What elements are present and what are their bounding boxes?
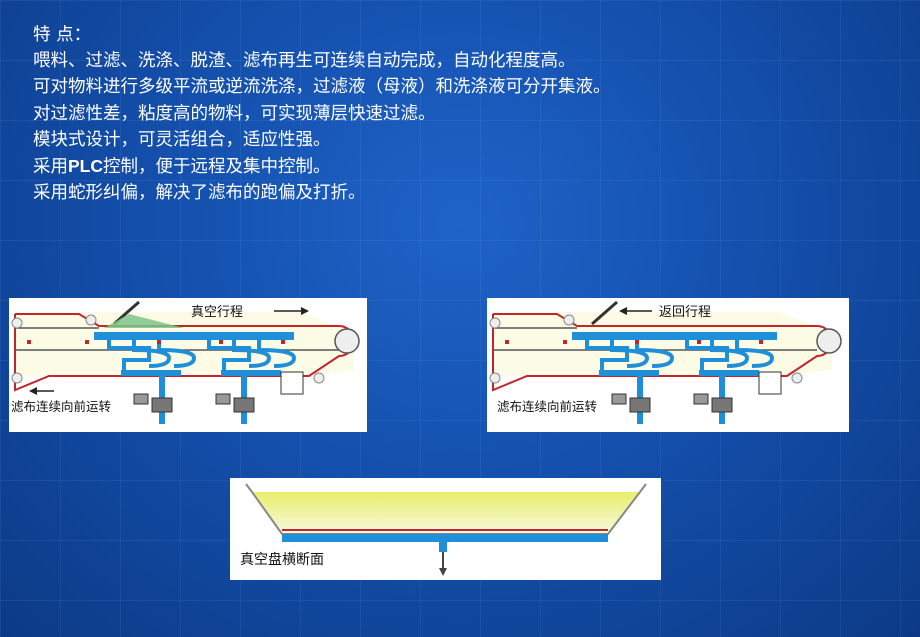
return-stroke-diagram: 返回行程 滤布连续向前运转 — [487, 298, 849, 432]
feature-line-5: 采用PLC控制，便于远程及集中控制。 — [33, 153, 643, 180]
features-heading: 特 点： — [33, 25, 92, 45]
vacuum-tray-cross-section: 真空盘横断面 — [230, 478, 661, 580]
return-stroke-svg: 返回行程 滤布连续向前运转 — [489, 300, 842, 424]
return-stroke-title: 返回行程 — [659, 305, 711, 320]
feature-line-5-suffix: 控制，便于远程及集中控制。 — [103, 157, 331, 178]
return-stroke-caption: 滤布连续向前运转 — [497, 399, 597, 414]
feature-line-4: 模块式设计，可灵活组合，适应性强。 — [33, 129, 331, 150]
vacuum-stroke-svg: 真空行程 滤布连续向前运转 — [11, 300, 360, 424]
feature-line-5-prefix: 采用 — [33, 157, 68, 178]
vacuum-tray-svg: 真空盘横断面 — [240, 483, 647, 576]
feature-line-2: 可对物料进行多级平流或逆流洗涤，过滤液（母液）和洗涤液可分开集液。 — [33, 77, 611, 98]
feature-line-6: 采用蛇形纠偏，解决了滤布的跑偏及打折。 — [33, 183, 366, 204]
feature-line-5-bold: PLC — [68, 156, 103, 177]
feature-line-1: 喂料、过滤、洗涤、脱渣、滤布再生可连续自动完成，自动化程度高。 — [33, 51, 576, 72]
feature-line-3: 对过滤性差，粘度高的物料，可实现薄层快速过滤。 — [33, 103, 436, 124]
vacuum-stroke-diagram: 真空行程 滤布连续向前运转 — [9, 298, 367, 432]
vacuum-tray-caption: 真空盘横断面 — [240, 551, 324, 568]
vacuum-stroke-title: 真空行程 — [191, 305, 243, 320]
vacuum-stroke-caption: 滤布连续向前运转 — [11, 399, 111, 414]
features-text: 特 点： 喂料、过滤、洗涤、脱渣、滤布再生可连续自动完成，自动化程度高。 可对物… — [33, 22, 643, 206]
